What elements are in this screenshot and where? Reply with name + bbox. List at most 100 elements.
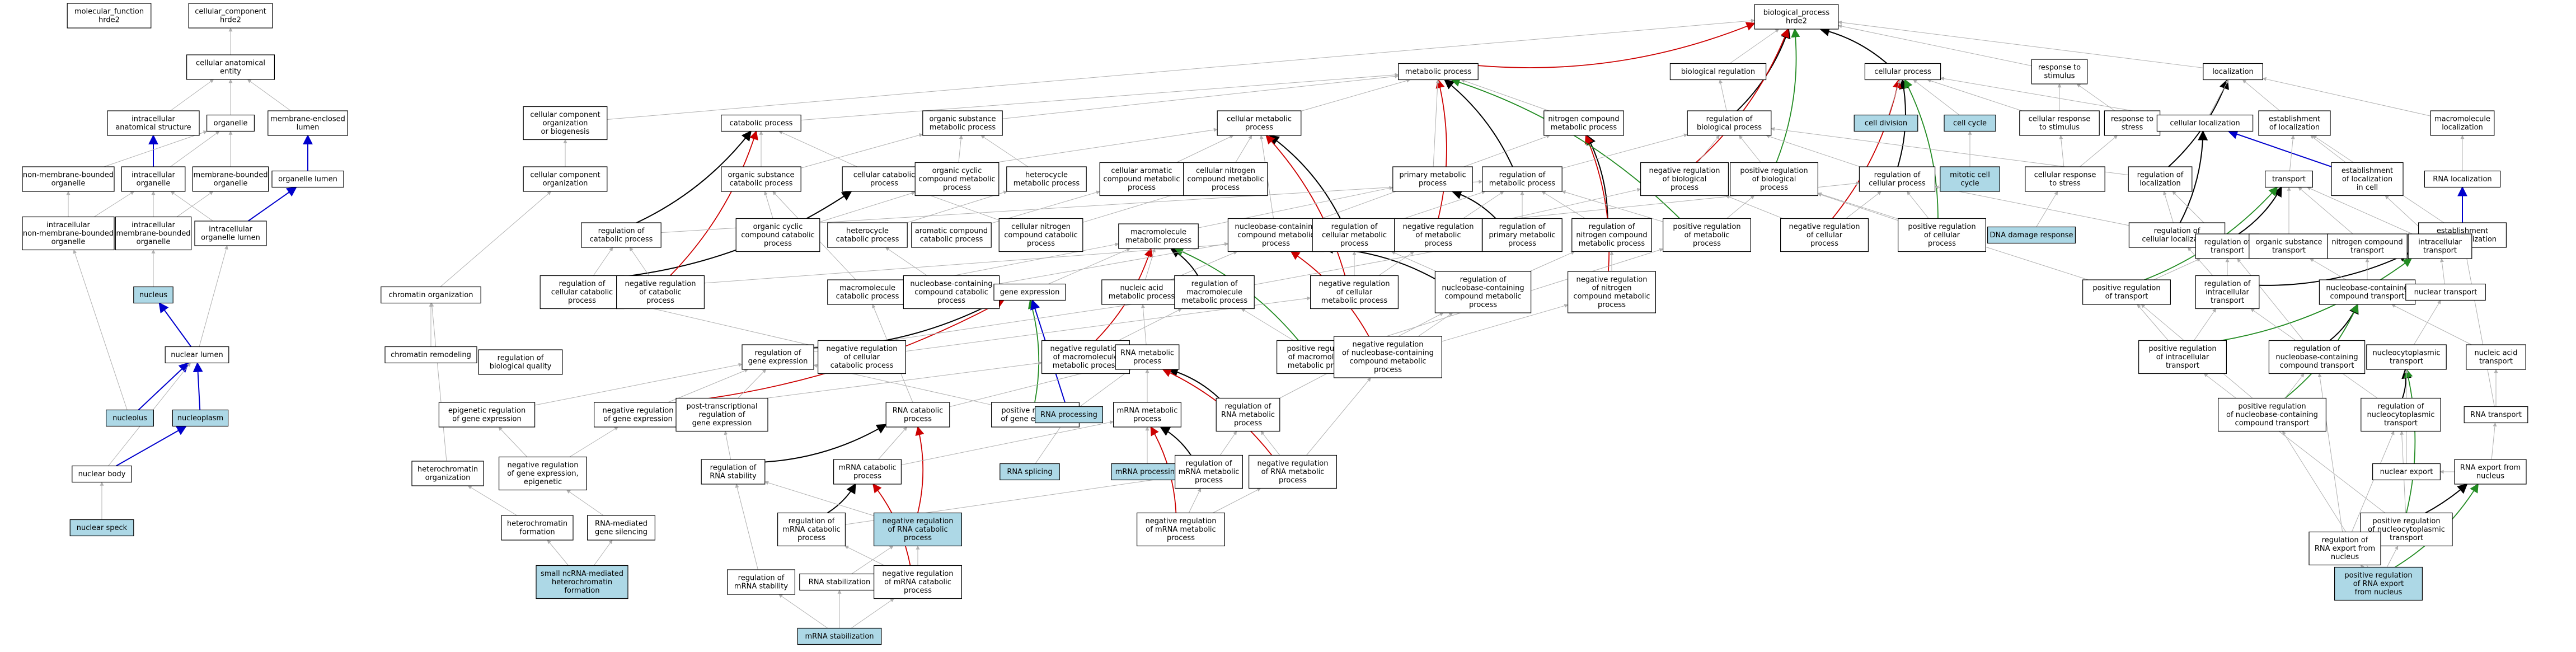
go-term-node-rnastab[interactable]: RNA stabilization xyxy=(799,573,880,591)
go-term-node-mrnaproc[interactable]: mRNA processing xyxy=(1111,463,1184,481)
go-term-node-genexp[interactable]: gene expression xyxy=(993,283,1066,301)
go-term-node-rnasplice[interactable]: RNA splicing xyxy=(1000,463,1060,481)
go-term-node-dnadr[interactable]: DNA damage response xyxy=(1987,226,2076,244)
go-term-node-rncctrans[interactable]: regulation ofnucleobase-containingcompou… xyxy=(2268,340,2366,374)
go-term-node-chrorg[interactable]: chromatin organization xyxy=(381,286,481,304)
go-term-node-nexport[interactable]: nuclear export xyxy=(2372,463,2441,481)
go-term-node-cloc[interactable]: cellular localization xyxy=(2156,114,2254,132)
go-term-node-sncrna[interactable]: small ncRNA-mediatedheterochromatinforma… xyxy=(536,565,628,599)
go-term-node-metp[interactable]: metabolic process xyxy=(1398,63,1479,81)
go-term-node-nlumen[interactable]: nuclear lumen xyxy=(165,346,229,364)
go-term-node-celldiv[interactable]: cell division xyxy=(1854,114,1918,132)
go-term-node-org[interactable]: organelle xyxy=(207,114,255,132)
go-term-node-nucleoplasm[interactable]: nucleoplasm xyxy=(172,409,229,427)
go-term-node-catp[interactable]: catabolic process xyxy=(721,114,801,132)
go-term-node-rnaproc[interactable]: RNA processing xyxy=(1034,406,1103,424)
go-term-node-ntrans[interactable]: nuclear transport xyxy=(2405,283,2486,301)
go-term-node-rncmp2[interactable]: regulation ofnucleobase-containingcompou… xyxy=(1434,271,1532,313)
go-term-node-mrnastab[interactable]: mRNA stabilization xyxy=(797,627,882,645)
go-term-node-cellcyc[interactable]: cell cycle xyxy=(1944,114,1996,132)
go-term-node-nucleolus[interactable]: nucleolus xyxy=(106,409,154,427)
go-term-node-nucleus[interactable]: nucleus xyxy=(133,286,173,304)
